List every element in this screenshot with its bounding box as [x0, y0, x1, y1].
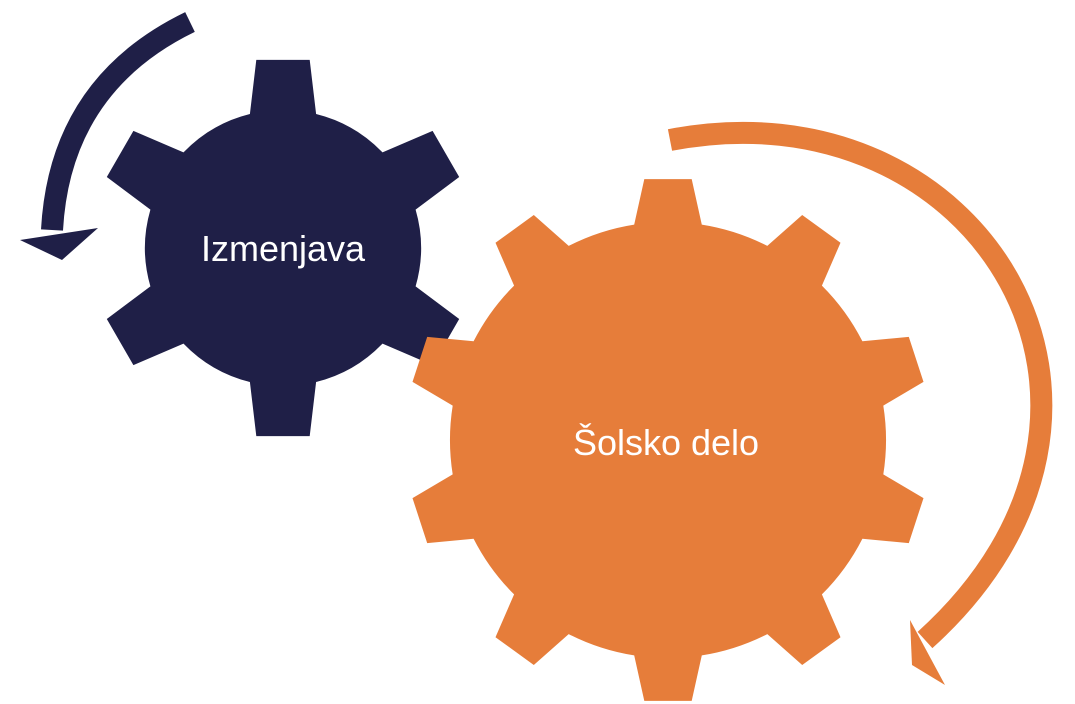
navy-arrow-arc [41, 12, 195, 231]
navy-rotation-arrow [20, 12, 195, 260]
orange-gear-shape [412, 179, 924, 701]
navy-gear: Izmenjava [106, 59, 460, 437]
orange-gear: Šolsko delo [412, 179, 924, 701]
navy-gear-label: Izmenjava [201, 228, 366, 269]
orange-arrowhead [910, 620, 945, 685]
navy-gear-shape [106, 59, 460, 437]
orange-gear-label: Šolsko delo [573, 422, 759, 463]
orange-rotation-arrow [667, 121, 1053, 685]
orange-arrow-arc [667, 121, 1053, 649]
navy-arrowhead [20, 228, 98, 260]
